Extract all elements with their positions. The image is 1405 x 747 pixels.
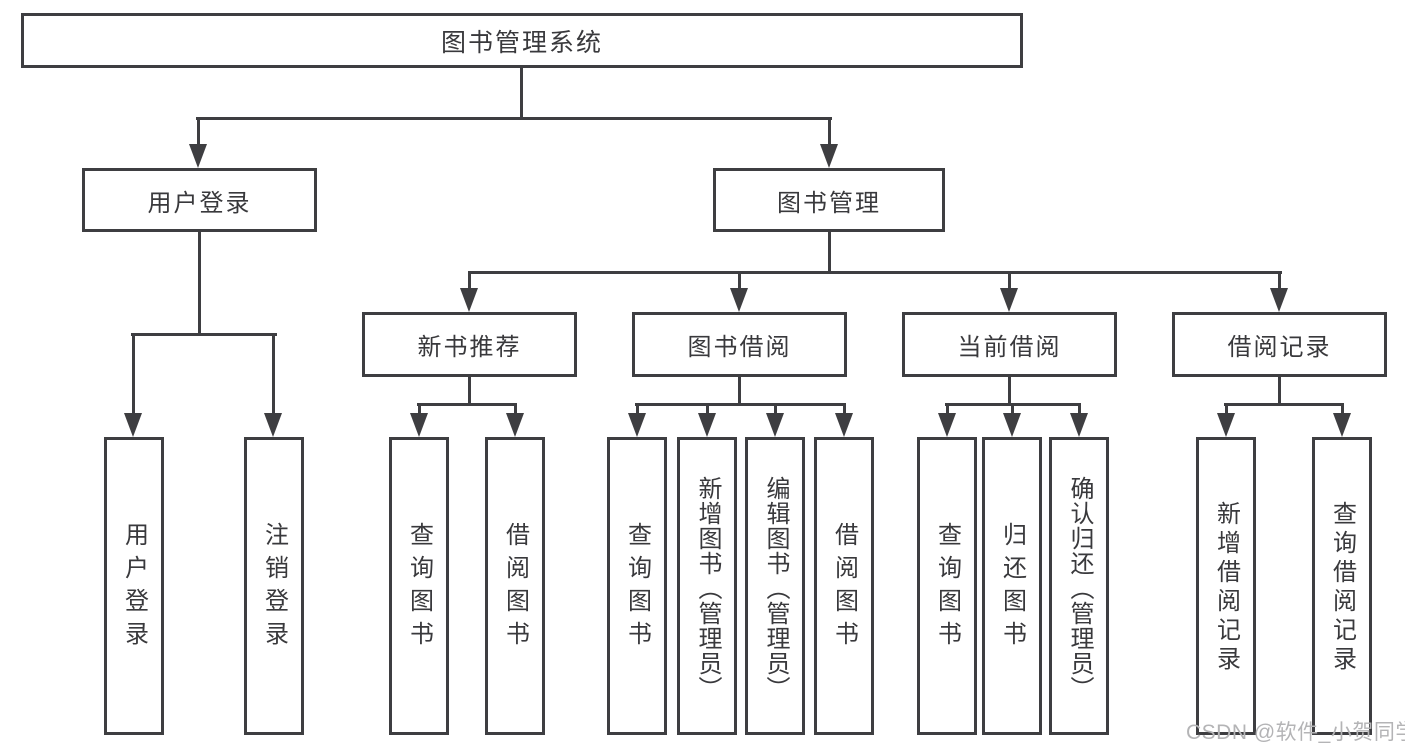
connector-line [636, 404, 639, 415]
connector-line [131, 333, 277, 336]
leaf-query-books-current: 查询图书 [917, 437, 977, 735]
arrow-down-icon [938, 413, 956, 437]
leaf-label: 新增图书（管理员） [694, 475, 721, 701]
connector-line [1225, 404, 1228, 415]
node-label: 当前借阅 [957, 334, 1062, 361]
leaf-label: 新增借阅记录 [1212, 501, 1240, 675]
node-label: 图书管理系统 [440, 28, 603, 57]
connector-line [706, 404, 709, 415]
leaf-label: 注销登录 [260, 522, 288, 654]
leaf-borrow-books-borrowing: 借阅图书 [814, 437, 874, 735]
arrow-down-icon [1070, 413, 1088, 437]
csdn-watermark: CSDN @软件_小贺同学 [1186, 721, 1405, 744]
node-library-management-system: 图书管理系统 [21, 13, 1023, 68]
connector-line [468, 271, 1282, 274]
leaf-return-books: 归还图书 [982, 437, 1042, 735]
connector-line [468, 272, 471, 292]
arrow-down-icon [189, 144, 207, 168]
connector-line [1224, 403, 1344, 406]
connector-line [828, 232, 831, 274]
connector-line [197, 117, 200, 148]
arrow-down-icon [698, 413, 716, 437]
node-user-login: 用户登录 [82, 168, 317, 232]
leaf-logout: 注销登录 [244, 437, 304, 735]
node-label: 用户登录 [147, 189, 252, 217]
node-book-borrowing: 图书借阅 [632, 312, 847, 377]
connector-line [1278, 272, 1281, 292]
connector-line [1341, 404, 1344, 415]
arrow-down-icon [835, 413, 853, 437]
leaf-edit-book-admin: 编辑图书（管理员） [745, 437, 805, 735]
arrow-down-icon [628, 413, 646, 437]
node-book-management: 图书管理 [713, 168, 945, 232]
leaf-label: 查询图书 [933, 522, 961, 654]
leaf-label: 借阅图书 [501, 522, 529, 654]
node-label: 借阅记录 [1227, 334, 1332, 361]
connector-line [738, 272, 741, 292]
leaf-add-book-admin: 新增图书（管理员） [677, 437, 737, 735]
connector-line [514, 404, 517, 415]
arrow-down-icon [766, 413, 784, 437]
leaf-query-borrow-record: 查询借阅记录 [1312, 437, 1372, 735]
connector-line [196, 117, 832, 120]
connector-line [272, 334, 275, 416]
connector-line [1278, 377, 1281, 405]
leaf-label: 借阅图书 [830, 522, 858, 654]
leaf-label: 编辑图书（管理员） [762, 475, 789, 701]
arrow-down-icon [1003, 413, 1021, 437]
connector-line [1011, 404, 1014, 415]
connector-line [468, 377, 471, 405]
connector-line [1008, 377, 1011, 405]
connector-line [738, 377, 741, 405]
connector-line [635, 403, 846, 406]
leaf-label: 归还图书 [998, 522, 1026, 654]
node-current-borrowing: 当前借阅 [902, 312, 1117, 377]
arrow-down-icon [410, 413, 428, 437]
arrow-down-icon [1217, 413, 1235, 437]
arrow-down-icon [1270, 288, 1288, 312]
arrow-down-icon [506, 413, 524, 437]
connector-line [828, 117, 831, 148]
leaf-confirm-return-admin: 确认归还（管理员） [1049, 437, 1109, 735]
node-new-book-recommend: 新书推荐 [362, 312, 577, 377]
connector-line [198, 232, 201, 335]
arrow-down-icon [264, 413, 282, 437]
leaf-label: 用户登录 [120, 522, 148, 654]
arrow-down-icon [460, 288, 478, 312]
leaf-borrow-books-newbook: 借阅图书 [485, 437, 545, 735]
arrow-down-icon [1333, 413, 1351, 437]
arrow-down-icon [1000, 288, 1018, 312]
leaf-label: 确认归还（管理员） [1066, 475, 1093, 701]
arrow-down-icon [124, 413, 142, 437]
node-label: 新书推荐 [417, 334, 522, 361]
leaf-label: 查询图书 [405, 522, 433, 654]
connector-line [418, 404, 421, 415]
leaf-user-login: 用户登录 [104, 437, 164, 735]
node-label: 图书借阅 [687, 334, 792, 361]
arrow-down-icon [730, 288, 748, 312]
connector-line [1008, 272, 1011, 292]
connector-line [1078, 404, 1081, 415]
arrow-down-icon [820, 144, 838, 168]
connector-line [774, 404, 777, 415]
connector-line [417, 403, 517, 406]
leaf-query-books-borrowing: 查询图书 [607, 437, 667, 735]
connector-line [843, 404, 846, 415]
leaf-label: 查询借阅记录 [1328, 501, 1356, 675]
node-borrowing-records: 借阅记录 [1172, 312, 1387, 377]
connector-line [132, 334, 135, 416]
leaf-add-borrow-record: 新增借阅记录 [1196, 437, 1256, 735]
leaf-label: 查询图书 [623, 522, 651, 654]
connector-line [946, 404, 949, 415]
leaf-query-books-newbook: 查询图书 [389, 437, 449, 735]
node-label: 图书管理 [777, 189, 881, 217]
connector-line [520, 68, 523, 120]
